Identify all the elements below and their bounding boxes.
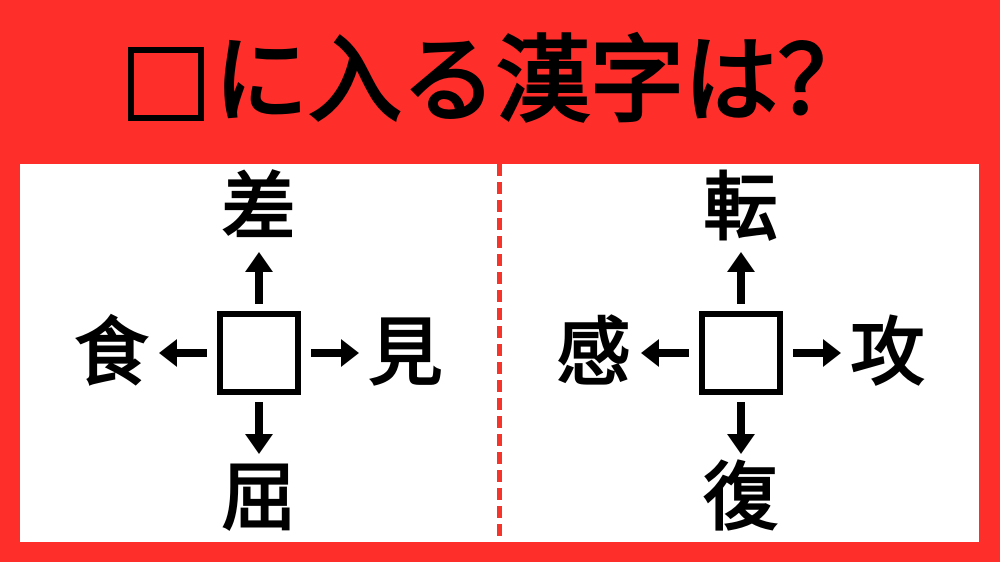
title-bar: に入る漢字は？ (0, 0, 1000, 164)
kanji-cross-right: 転 感 攻 復 (557, 171, 925, 535)
puzzle-panel-right: 転 感 攻 復 (502, 164, 979, 542)
arrow-up-icon (723, 252, 759, 304)
arrow-up-icon (241, 252, 277, 304)
arrow-down-icon (723, 402, 759, 454)
arrow-left-icon (640, 335, 689, 371)
kanji-top: 差 (221, 165, 296, 251)
title-box-placeholder (127, 47, 204, 121)
puzzle-board: 差 食 見 屈 (20, 164, 979, 542)
kanji-bottom: 復 (703, 455, 778, 541)
arrow-right-icon (310, 335, 359, 371)
puzzle-panel-left: 差 食 見 屈 (20, 164, 497, 542)
kanji-right: 見 (368, 310, 443, 396)
center-answer-box (216, 311, 301, 395)
kanji-cross-left: 差 食 見 屈 (75, 171, 443, 535)
arrow-down-icon (241, 402, 277, 454)
kanji-left: 感 (556, 310, 631, 396)
kanji-bottom: 屈 (221, 455, 296, 541)
center-answer-box (698, 311, 783, 395)
kanji-top: 転 (703, 165, 778, 251)
arrow-right-icon (792, 335, 841, 371)
kanji-right: 攻 (850, 310, 925, 396)
panel-divider (497, 164, 502, 542)
arrow-left-icon (158, 335, 207, 371)
kanji-left: 食 (74, 310, 149, 396)
page-title: に入る漢字は？ (213, 27, 872, 136)
